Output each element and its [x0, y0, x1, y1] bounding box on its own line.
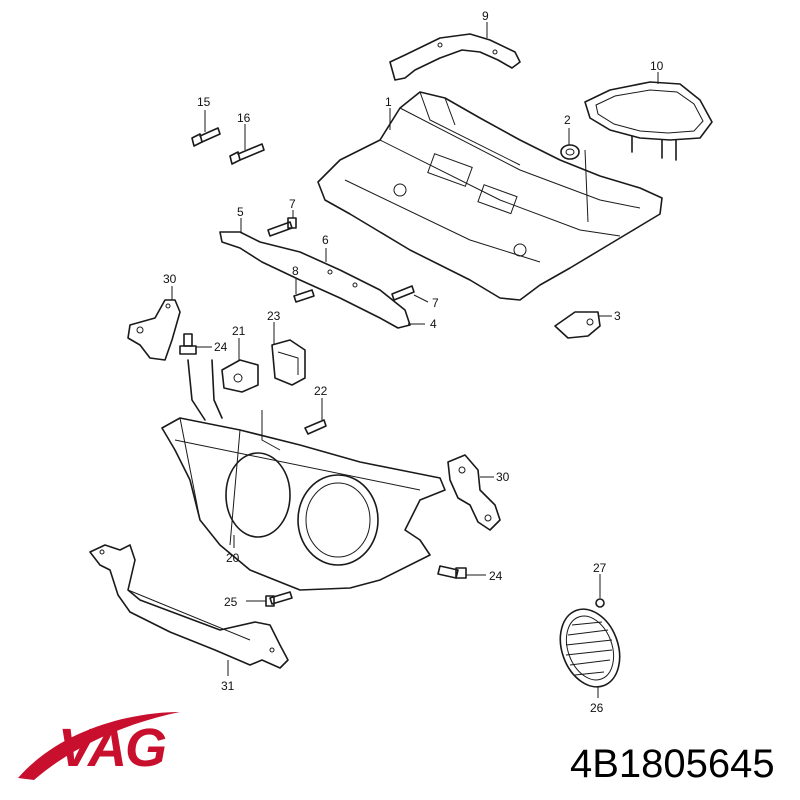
part-1-cowl-panel	[317, 91, 663, 301]
callout-6: 6	[322, 233, 329, 247]
callout-30-right: 30	[496, 470, 510, 484]
callout-3: 3	[614, 309, 621, 323]
callout-7-lower: 7	[432, 296, 439, 310]
part-22-bolt	[304, 419, 327, 435]
part-number: 4B1805645	[570, 742, 775, 786]
part-24-bolt-lower	[437, 565, 467, 579]
part-7-bolt-lower	[391, 285, 415, 301]
callout-27: 27	[593, 561, 607, 575]
callout-labels: 9 10 1 2 15 16 5 7 6 8 7 4 3 30 21 23 24…	[163, 9, 664, 715]
callout-10: 10	[650, 59, 664, 73]
callout-1: 1	[385, 95, 392, 109]
callout-5: 5	[237, 205, 244, 219]
part-26-grille	[559, 608, 621, 688]
part-16-screw	[229, 143, 265, 165]
callout-16: 16	[237, 111, 251, 125]
part-20-front-carrier	[161, 359, 446, 591]
callout-31: 31	[221, 679, 235, 693]
part-7-bolt-upper	[267, 217, 297, 237]
callout-8: 8	[292, 264, 299, 278]
callout-21: 21	[232, 324, 246, 338]
part-24-bolt-upper	[179, 333, 197, 355]
part-31-lower-crossmember	[89, 544, 289, 669]
part-23-lock	[271, 339, 306, 386]
logo-swoosh	[18, 712, 180, 780]
vag-logo: VAG	[18, 712, 180, 780]
leader-lines	[171, 22, 659, 698]
part-9-brace	[389, 33, 521, 81]
callout-15: 15	[197, 95, 211, 109]
callout-9: 9	[482, 9, 489, 23]
callout-4: 4	[430, 317, 437, 331]
callout-25: 25	[224, 595, 238, 609]
part-30-bracket-right	[447, 454, 501, 531]
callout-23: 23	[267, 309, 281, 323]
callout-22: 22	[314, 384, 328, 398]
part-30-bracket-left	[127, 299, 181, 361]
callout-7-upper: 7	[289, 197, 296, 211]
callout-20: 20	[226, 551, 240, 565]
callout-24-lower: 24	[489, 569, 503, 583]
callout-30-left: 30	[163, 272, 177, 286]
callout-26: 26	[590, 701, 604, 715]
part-15-screw	[191, 127, 221, 147]
callout-2: 2	[564, 113, 571, 127]
part-21-latch	[221, 359, 259, 393]
part-10-cover	[584, 81, 713, 161]
part-25-bolt	[265, 591, 293, 607]
callout-24-upper: 24	[214, 340, 228, 354]
part-3-bracket	[554, 311, 601, 339]
part-6-bar	[219, 231, 411, 329]
part-27-clip	[595, 598, 605, 608]
part-8-bolt	[293, 289, 315, 303]
logo-text: VAG	[58, 718, 166, 778]
part-2-grommet	[560, 144, 580, 160]
